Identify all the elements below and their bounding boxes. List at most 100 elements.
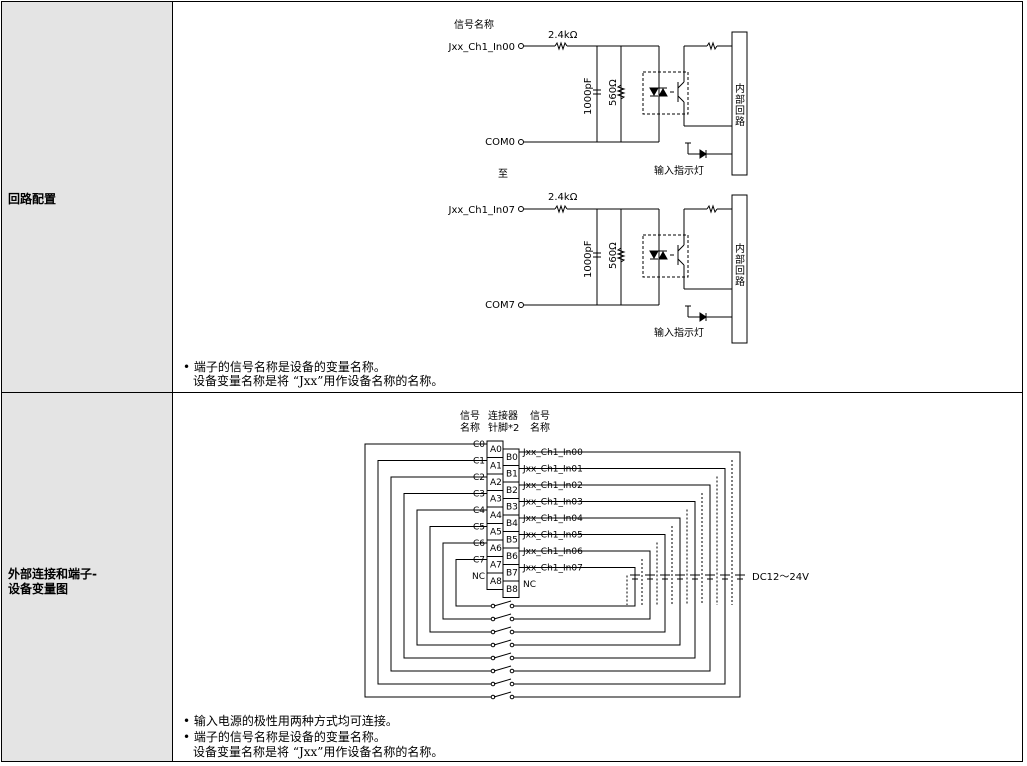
left-signal-label: C1 xyxy=(473,457,485,467)
pin-label: B7 xyxy=(506,569,518,579)
internal-circuit-char: 部 xyxy=(735,253,745,266)
input-circuit-first xyxy=(518,31,748,176)
switch xyxy=(493,639,512,646)
switch xyxy=(493,691,512,698)
capacitor-label: 1000pF xyxy=(583,77,594,115)
pin-label: B6 xyxy=(506,552,518,562)
switch xyxy=(493,600,512,607)
input-resistor-label: 2.4kΩ xyxy=(548,30,578,41)
input-terminal xyxy=(518,206,524,212)
right-signal-label: NC xyxy=(523,580,536,590)
com-terminal xyxy=(518,302,524,308)
pin-label: B1 xyxy=(506,470,518,480)
header-pin: 连接器 xyxy=(488,409,518,422)
left-signal-label: C6 xyxy=(473,539,485,549)
internal-circuit-char: 内 xyxy=(735,242,745,255)
pin-label: A7 xyxy=(490,561,502,571)
right-signal-label: Jxx_Ch1_In04 xyxy=(522,514,583,524)
right-signal-label: Jxx_Ch1_In05 xyxy=(522,531,583,541)
left-signal-label: C7 xyxy=(473,556,485,566)
pin-label: A5 xyxy=(490,528,502,538)
switch xyxy=(493,665,512,672)
input-circuit-last xyxy=(518,194,748,344)
pin-label: B3 xyxy=(506,503,518,513)
pin-label: B5 xyxy=(506,536,518,546)
supply-voltage-label: DC12～24V xyxy=(752,572,809,583)
header-signal-left: 信号 xyxy=(460,410,480,422)
input-label-first: Jxx_Ch1_In00 xyxy=(448,42,515,53)
parallel-resistor xyxy=(616,84,626,100)
header-signal-right: 信号 xyxy=(530,410,550,422)
parallel-resistor-label: 560Ω xyxy=(608,79,619,106)
pin-label: B4 xyxy=(506,519,518,529)
pin-label: A8 xyxy=(490,577,502,587)
header-signal-left: 名称 xyxy=(460,421,480,434)
wiring-note: • 端子的信号名称是设备的变量名称。 xyxy=(183,730,386,744)
pin-label: B8 xyxy=(506,585,518,595)
right-signal-label: Jxx_Ch1_In01 xyxy=(522,465,583,475)
connector-pin-b xyxy=(502,580,520,598)
right-signal-label: Jxx_Ch1_In07 xyxy=(522,564,583,574)
pin-label: A6 xyxy=(490,544,502,554)
indicator-led-icon xyxy=(699,149,707,159)
header-pin: 针脚*2 xyxy=(488,421,519,434)
indicator-label: 输入指示灯 xyxy=(654,164,704,177)
internal-circuit-char: 路 xyxy=(735,275,745,288)
label-column xyxy=(2,2,173,761)
switch xyxy=(493,613,512,620)
wiring-note: • 输入电源的极性用两种方式均可连接。 xyxy=(183,714,398,728)
left-signal-label: C0 xyxy=(473,440,485,450)
pin-label: A4 xyxy=(490,511,502,521)
pin-label: A3 xyxy=(490,495,502,505)
com-terminal xyxy=(518,139,524,145)
internal-circuit-char: 内 xyxy=(735,82,745,95)
row-label-circuit: 回路配置 xyxy=(8,192,57,206)
parallel-resistor-label: 560Ω xyxy=(608,242,619,269)
wiring-note: 设备变量名称是将 “Jxx”用作设备名称的名称。 xyxy=(193,745,444,759)
pin-label: A2 xyxy=(490,478,502,488)
right-signal-label: Jxx_Ch1_In00 xyxy=(522,448,583,458)
to-label: 至 xyxy=(498,168,508,180)
input-resistor xyxy=(554,41,568,51)
row-label-wiring: 外部连接和端子- 设备变量图 xyxy=(8,567,97,597)
circuit-labels: 信号名称 Jxx_Ch1_In00 2.4kΩ COM0 至 输入指示灯 100… xyxy=(448,18,745,339)
photocoupler xyxy=(642,71,689,115)
input-resistor-label: 2.4kΩ xyxy=(548,192,578,203)
internal-circuit-char: 回 xyxy=(735,265,745,277)
wiring-lines xyxy=(364,443,745,700)
internal-circuit-char: 路 xyxy=(735,115,745,128)
circuit-diagram xyxy=(518,31,748,344)
signal-name-header: 信号名称 xyxy=(454,18,494,31)
input-label-last: Jxx_Ch1_In07 xyxy=(448,205,515,216)
indicator-led-icon xyxy=(699,312,707,322)
switch xyxy=(493,626,512,633)
left-signal-label: NC xyxy=(472,572,485,582)
indicator-label: 输入指示灯 xyxy=(654,326,704,339)
left-signal-label: C5 xyxy=(473,523,485,533)
left-signal-label: C3 xyxy=(473,490,485,500)
row-divider xyxy=(2,392,1022,393)
left-signal-label: C2 xyxy=(473,473,485,483)
pin-label: A0 xyxy=(490,445,502,455)
pin-label: B0 xyxy=(506,453,518,463)
right-signal-label: Jxx_Ch1_In03 xyxy=(522,498,583,508)
circuit-note: 设备变量名称是将 “Jxx”用作设备名称的名称。 xyxy=(193,374,444,388)
switch xyxy=(493,678,512,685)
pin-label: A1 xyxy=(490,462,502,472)
row-label-line: 设备变量图 xyxy=(8,582,69,596)
left-signal-label: C4 xyxy=(473,506,485,516)
com-label-first: COM0 xyxy=(485,137,515,148)
com-label-last: COM7 xyxy=(485,300,515,311)
right-signal-label: Jxx_Ch1_In06 xyxy=(522,547,583,557)
pin-label: B2 xyxy=(506,486,518,496)
wiring-header: 信号 名称 连接器 针脚*2 信号 名称 xyxy=(460,409,550,434)
capacitor-label: 1000pF xyxy=(583,240,594,278)
internal-circuit-box xyxy=(731,31,748,176)
internal-circuit-char: 部 xyxy=(735,93,745,106)
